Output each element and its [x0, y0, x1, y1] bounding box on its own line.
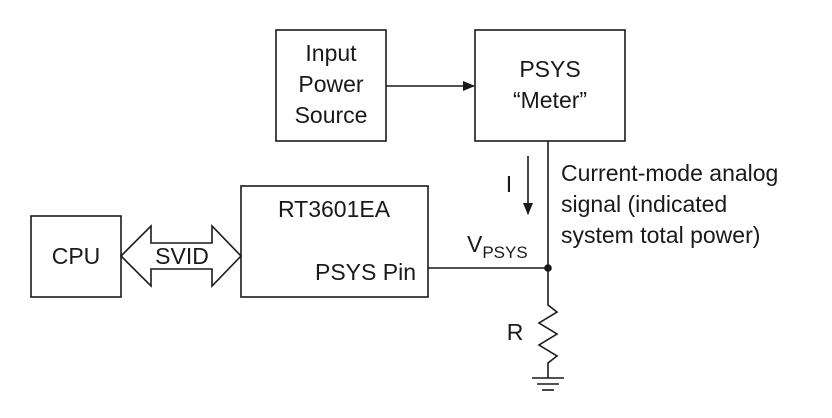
signal-note-line-1: Current-mode analog [561, 160, 778, 186]
input-power-source-line-2: Power [298, 71, 364, 97]
signal-note-line-2: signal (indicated [561, 191, 727, 217]
input-power-source-block: Input Power Source [275, 29, 387, 142]
input-power-source-line-3: Source [295, 102, 368, 128]
ground-icon [532, 377, 564, 391]
cpu-label: CPU [52, 243, 101, 269]
vpsys-label: VPSYS [467, 231, 528, 262]
input-power-source-line-1: Input [305, 40, 357, 66]
signal-note-line-3: system total power) [561, 222, 760, 248]
psys-meter-block: PSYS “Meter” [474, 29, 626, 142]
rt3601ea-title: RT3601EA [278, 196, 391, 222]
resistor-label: R [507, 319, 524, 345]
svid-label: SVID [155, 243, 209, 269]
vpsys-main: V [467, 231, 483, 257]
psys-meter-subtitle: “Meter” [513, 87, 587, 113]
rt3601ea-block: RT3601EA PSYS Pin [240, 185, 429, 298]
psys-pin-label: PSYS Pin [315, 259, 416, 285]
cpu-block: CPU [30, 215, 122, 298]
current-label: I [506, 171, 512, 197]
resistor [537, 268, 559, 378]
psys-meter-title: PSYS [519, 56, 580, 82]
svid-bidirectional-arrow: SVID [119, 224, 243, 288]
vpsys-subscript: PSYS [482, 243, 527, 262]
